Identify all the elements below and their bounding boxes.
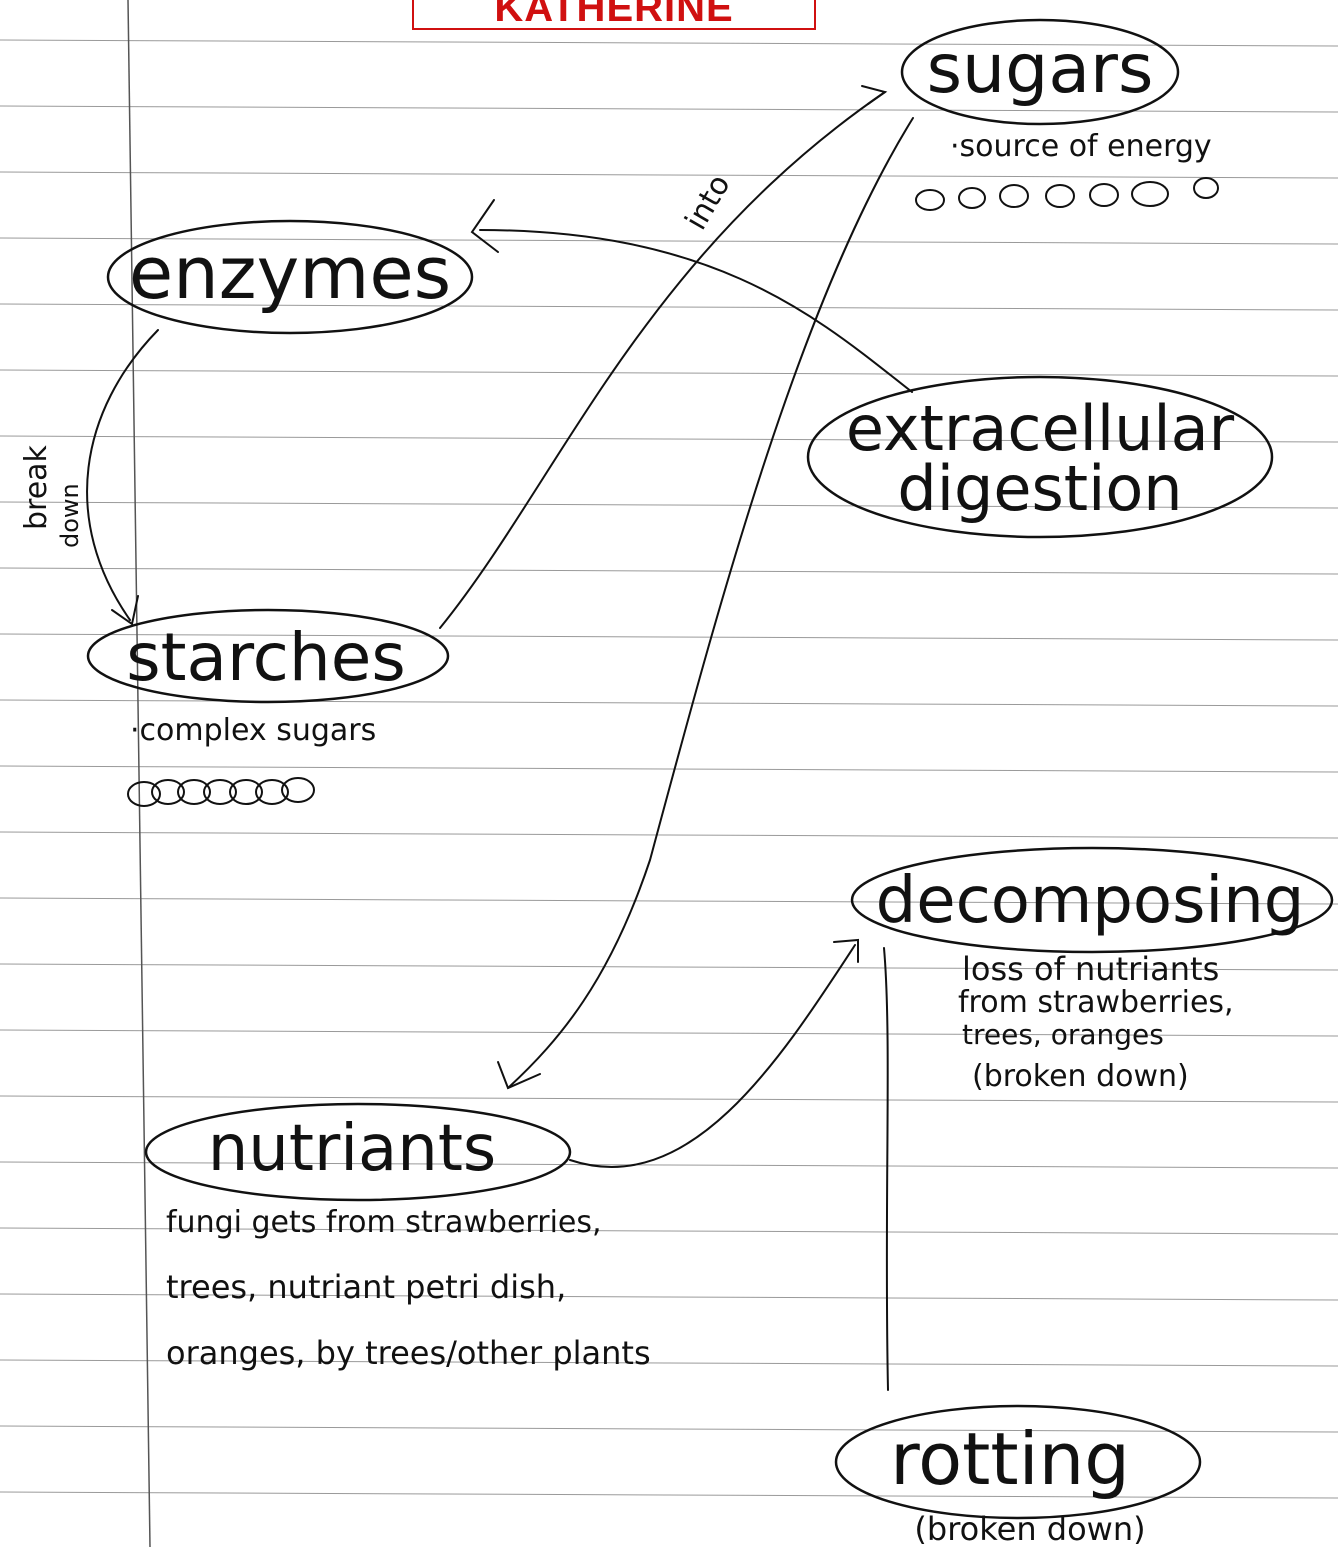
edge-nutriants-to-decomposing — [569, 944, 856, 1168]
starches-outline — [86, 608, 450, 704]
edge-sugars-to-nutriants — [507, 117, 914, 1089]
extracellular-outline — [806, 375, 1274, 539]
ruled-line — [0, 963, 1338, 971]
ruled-line — [0, 1491, 1338, 1499]
ruled-line — [0, 237, 1338, 245]
enzymes-title: enzymes — [129, 231, 451, 315]
nutriants-title: nutriants — [208, 1112, 497, 1186]
nutriants-note-1: fungi gets from strawberries, — [166, 1205, 602, 1240]
ruled-line — [0, 105, 1338, 113]
starches-note: ·complex sugars — [130, 713, 376, 748]
edge-label-down: down — [56, 483, 84, 548]
edge-rotting-to-decomposing — [883, 947, 889, 1391]
rotting-outline — [834, 1404, 1202, 1520]
rotting-note: (broken down) — [914, 1510, 1145, 1547]
sugars-note: ·source of energy — [950, 129, 1212, 164]
rotting-title: rotting — [890, 1417, 1130, 1501]
ruled-line — [0, 633, 1338, 641]
decomposing-outline — [850, 846, 1334, 954]
decomposing-title: decomposing — [876, 864, 1305, 938]
ruled-line — [0, 171, 1338, 179]
edge-enzymes-to-starches — [86, 329, 159, 621]
decomposing-note-4: (broken down) — [972, 1059, 1189, 1094]
starch-chain-icon — [127, 777, 315, 807]
starches-title: starches — [126, 619, 406, 696]
student-name-label: KATHERINE — [412, 0, 816, 30]
ruled-line — [0, 1293, 1338, 1301]
sugars-outline — [900, 18, 1180, 126]
ruled-line — [0, 1359, 1338, 1367]
ruled-line — [0, 1095, 1338, 1103]
node-outlines — [86, 18, 1334, 1520]
nutriants-note-3: oranges, by trees/other plants — [166, 1334, 651, 1372]
ruled-line — [0, 435, 1338, 443]
edge-label-break: break — [19, 444, 54, 530]
arrowhead-nutriants — [497, 1061, 541, 1090]
edge-starches-to-sugars — [439, 91, 886, 629]
ruled-line — [0, 501, 1338, 509]
student-name: KATHERINE — [494, 0, 734, 30]
ruled-line — [0, 567, 1338, 575]
nutriants-note-2: trees, nutriant petri dish, — [166, 1268, 566, 1306]
ruled-line — [0, 303, 1338, 311]
sugars-title: sugars — [927, 30, 1154, 109]
extracellular-title-2: digestion — [897, 452, 1182, 525]
ruled-line — [0, 1227, 1338, 1235]
ruled-line — [0, 1425, 1338, 1433]
glucose-rings-icon — [915, 177, 1219, 211]
decomposing-note-1: loss of nutriants — [962, 950, 1219, 988]
ruled-line — [0, 369, 1338, 377]
arrowhead-starches — [111, 595, 139, 626]
ruled-line — [0, 39, 1338, 47]
ruled-line — [0, 1029, 1338, 1037]
arrowhead-enzymes — [470, 199, 499, 253]
decomposing-note-2: from strawberries, — [958, 985, 1234, 1020]
margin-line — [127, 0, 151, 1547]
arrowhead-sugars — [861, 85, 888, 105]
edge-extracellular-to-enzymes — [479, 229, 913, 393]
extracellular-title-1: extracellular — [846, 392, 1235, 465]
ruled-line — [0, 897, 1338, 905]
nutriants-outline — [144, 1102, 572, 1202]
arrowhead-decomposing — [833, 938, 859, 963]
ruled-line — [0, 699, 1338, 707]
ruled-line — [0, 765, 1338, 773]
decomposing-note-3: trees, oranges — [962, 1018, 1164, 1051]
molecule-doodles — [127, 177, 1219, 807]
enzymes-outline — [106, 219, 474, 335]
ruled-line — [0, 1161, 1338, 1169]
ruled-line — [0, 831, 1338, 839]
edges — [86, 85, 914, 1391]
